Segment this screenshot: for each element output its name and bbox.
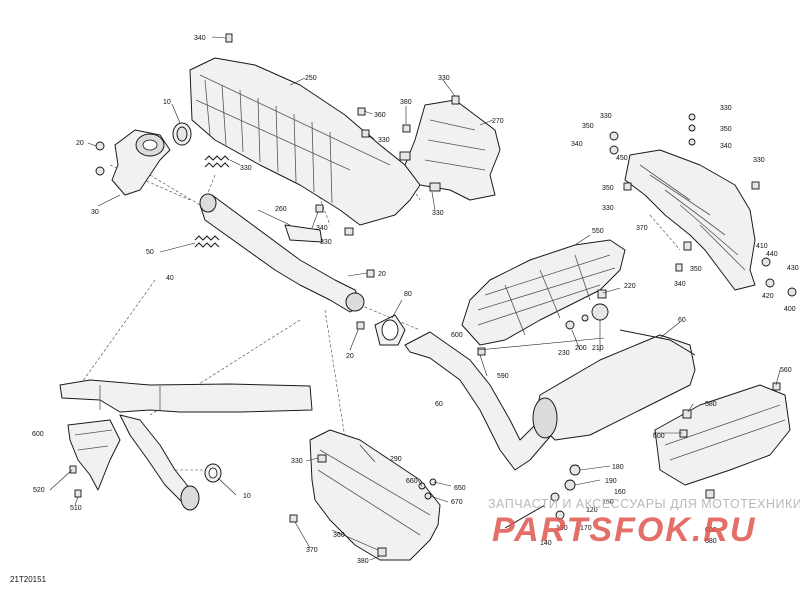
callout-330-h: 330 [753,157,765,164]
callout-130: 130 [556,525,568,532]
callout-600-a: 600 [451,332,463,339]
callout-360-b: 360 [333,532,345,539]
callout-400: 400 [784,306,796,313]
callout-20-b: 20 [378,271,386,278]
front-pipe [59,379,313,511]
springs-upper [194,155,230,248]
callout-650: 650 [454,485,466,492]
watermark-caption: ЗАПЧАСТИ И АКСЕССУАРЫ ДЛЯ МОТОТЕХНИКИ [488,497,800,511]
callout-60-a: 60 [678,317,686,324]
callout-340-e: 340 [316,225,328,232]
svg-text:PARTSFOK.RU: PARTSFOK.RU [492,511,756,548]
callout-680: 680 [705,538,717,545]
callout-380-b: 380 [357,558,369,565]
callout-600-c: 600 [32,431,44,438]
callout-10-b: 10 [243,493,251,500]
callout-580: 580 [705,401,717,408]
muffler [532,329,791,486]
heat-shield-bracket [404,99,501,201]
heat-shield-lower [309,429,441,561]
heat-shield-right [624,149,756,291]
heat-shield-upper [189,57,421,226]
callout-340-d: 340 [674,281,686,288]
callout-170: 170 [580,525,592,532]
callout-290: 290 [390,456,402,463]
middle-pipe [199,193,365,313]
watermark-logo: PARTSFOK.RU [492,511,756,548]
callout-260: 260 [275,206,287,213]
callout-440: 440 [766,251,778,258]
callout-200: 200 [575,345,587,352]
callout-550: 550 [592,228,604,235]
callout-370-a: 370 [636,225,648,232]
callout-590: 590 [497,373,509,380]
exhaust-elbow [111,129,171,196]
heat-shield-center [461,239,626,346]
callout-40: 40 [166,275,174,282]
callout-140: 140 [540,540,552,547]
callout-20-c: 20 [346,353,354,360]
callout-350-a: 350 [582,123,594,130]
callout-270: 270 [492,118,504,125]
callout-430: 430 [787,265,799,272]
callout-20-a: 20 [76,140,84,147]
callout-520: 520 [33,487,45,494]
callout-330-b: 330 [378,137,390,144]
callout-160: 160 [614,489,626,496]
callout-340-b: 340 [571,141,583,148]
callout-80: 80 [404,291,412,298]
callout-30: 30 [91,209,99,216]
callout-340-a: 340 [194,35,206,42]
callout-250: 250 [305,75,317,82]
callout-380: 380 [400,99,412,106]
callout-330-g: 330 [602,205,614,212]
callout-150: 150 [602,499,614,506]
callout-350-c: 350 [720,126,732,133]
clamp [374,314,406,346]
callout-330-f: 330 [720,105,732,112]
callout-120: 120 [586,507,598,514]
heat-shield-left [67,419,121,491]
callout-330-j: 330 [291,458,303,465]
callout-350-d: 350 [690,266,702,273]
callout-230: 230 [558,350,570,357]
leader-lines [49,36,781,561]
callout-180: 180 [612,464,624,471]
tail-pipe [404,331,561,471]
callout-340-c: 340 [720,143,732,150]
callout-50: 50 [146,249,154,256]
callout-410: 410 [756,243,768,250]
callout-10-a: 10 [163,99,171,106]
callout-600-d: 600 [705,527,717,534]
callout-660: 660 [406,478,418,485]
callout-210: 210 [592,345,604,352]
callout-560: 560 [780,367,792,374]
callout-labels: 340 250 10 20 30 330 360 330 380 330 270… [32,35,799,565]
callout-350-b: 350 [602,185,614,192]
callout-670: 670 [451,499,463,506]
diagram-reference-code: 21T20151 [10,575,47,584]
callout-330-i: 330 [320,239,332,246]
callout-330-d: 330 [432,210,444,217]
callout-220: 220 [624,283,636,290]
callout-330-a: 330 [240,165,252,172]
callout-190: 190 [605,478,617,485]
callout-60-b: 60 [435,401,443,408]
callout-510: 510 [70,505,82,512]
callout-330-e: 330 [600,113,612,120]
callout-600-b: 600 [653,433,665,440]
callout-450: 450 [616,155,628,162]
callout-360-a: 360 [374,112,386,119]
callout-330-c: 330 [438,75,450,82]
callout-420: 420 [762,293,774,300]
callout-370-b: 370 [306,547,318,554]
